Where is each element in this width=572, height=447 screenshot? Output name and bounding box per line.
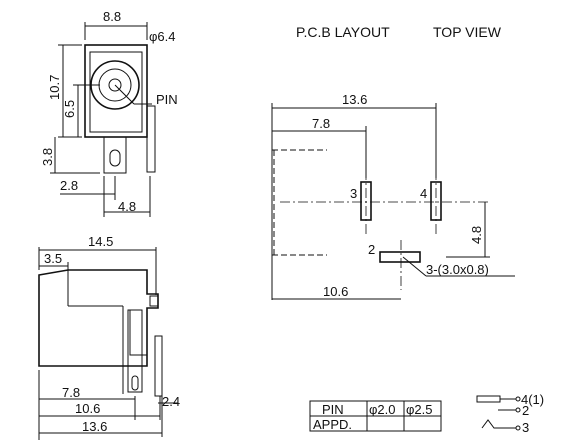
dim-length: 14.5	[88, 234, 113, 249]
schematic-pin3: 3	[522, 420, 529, 435]
pcb-dim-pin2: 10.6	[323, 284, 348, 299]
side-pin-short	[154, 335, 163, 397]
top-view-title: TOP VIEW	[433, 24, 502, 40]
dim-b: 10.6	[75, 401, 100, 416]
front-view: 8.8 φ6.4 10.7 6.5 3.8 PIN 2.8 4.8	[40, 9, 178, 217]
side-view: 14.5 3.5 7.8 10.6 13.6 2.4	[38, 234, 180, 440]
schematic-symbol: 4(1) 2 3	[476, 392, 544, 435]
appd-table: PIN φ2.0 φ2.5 APPD.	[309, 400, 442, 432]
pcb-layout-title: P.C.B LAYOUT	[296, 24, 390, 40]
schematic-pin2: 2	[522, 403, 529, 418]
dim-d: 2.4	[162, 394, 180, 409]
dim-diameter: φ6.4	[149, 29, 176, 44]
table-row-label: APPD.	[313, 417, 352, 432]
pcb-layout: 13.6 7.8 3 4 2 3-(3.0x0.8) 4.8 10.6	[271, 92, 515, 300]
side-pin-long	[127, 309, 143, 393]
pin-label: PIN	[156, 92, 178, 107]
dim-c: 13.6	[82, 419, 107, 434]
dim-pin: 4.8	[118, 199, 136, 214]
pcb-dim-vertical: 4.8	[469, 226, 484, 244]
jack-pin-circle	[108, 78, 122, 92]
dim-height: 10.7	[47, 75, 62, 100]
pcb-pin2-label: 4	[420, 186, 427, 201]
pcb-dim-total: 13.6	[342, 92, 367, 107]
front-inner	[89, 51, 143, 133]
dim-a: 7.8	[62, 385, 80, 400]
dim-offset: 2.8	[60, 178, 78, 193]
slot-pin-2	[379, 251, 421, 263]
table-col-2: φ2.5	[406, 402, 433, 417]
slot-pin-3	[360, 181, 372, 221]
pcb-dim-pin3: 7.8	[312, 116, 330, 131]
slot-pin-4	[430, 181, 442, 221]
table-col-1: φ2.0	[369, 402, 396, 417]
schematic-pin4: 4(1)	[521, 392, 544, 407]
dim-width: 8.8	[103, 9, 121, 24]
pcb-pin1-label: 3	[350, 186, 357, 201]
dim-bottom: 3.8	[40, 148, 55, 166]
table-header-pin: PIN	[322, 402, 344, 417]
dim-center: 6.5	[62, 100, 77, 118]
pin-leader-line	[114, 84, 135, 105]
pcb-slot-note: 3-(3.0x0.8)	[426, 262, 489, 277]
side-body	[38, 269, 159, 367]
dim-front: 3.5	[44, 251, 62, 266]
pcb-pin3-label: 2	[368, 242, 375, 257]
bottom-pin	[103, 136, 127, 174]
side-contact	[146, 105, 156, 173]
